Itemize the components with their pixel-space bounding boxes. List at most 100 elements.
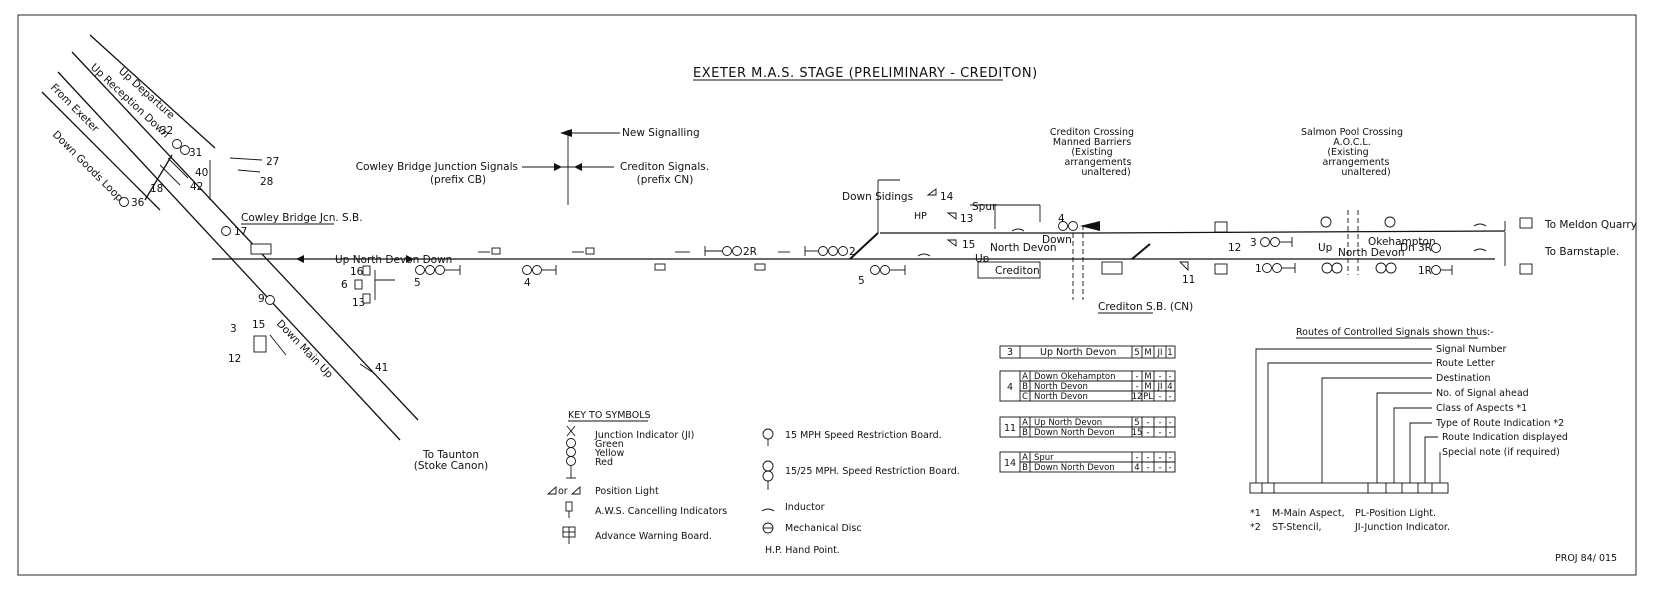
cowley-sb-label: Cowley Bridge Jcn. S.B.	[241, 212, 363, 224]
table-cell: 5	[1134, 418, 1139, 428]
routes-key-item: Destination	[1436, 373, 1491, 384]
crediton-label: Crediton	[995, 265, 1040, 277]
salmon-pool-line: (Existing	[1327, 147, 1368, 158]
signal-number: 13	[352, 297, 365, 309]
key-mech-disc: Mechanical Disc	[785, 523, 862, 534]
table-cell: -	[1158, 392, 1161, 402]
table-cell: -	[1158, 453, 1161, 463]
signal-number: 11	[1182, 274, 1195, 286]
table-cell: -	[1135, 453, 1138, 463]
note1-mark: *1	[1250, 508, 1261, 519]
table-destination: Spur	[1034, 453, 1054, 463]
table-cell: -	[1168, 463, 1171, 473]
routes-key-item: Type of Route Indication *2	[1435, 418, 1564, 429]
table-cell: -	[1146, 428, 1149, 438]
note2b: JI-Junction Indicator.	[1354, 522, 1450, 533]
crediton-signals-label: Crediton Signals.	[620, 161, 709, 173]
drawing-title: EXETER M.A.S. STAGE (PRELIMINARY - CREDI…	[693, 66, 1038, 81]
salmon-pool-line: unaltered)	[1341, 167, 1390, 178]
routes-key: Routes of Controlled Signals shown thus:…	[1249, 327, 1568, 533]
table-cell: -	[1168, 453, 1171, 463]
direction-arrow	[406, 255, 414, 263]
key-yellow: Yellow	[594, 448, 624, 459]
signal-number: 16	[350, 266, 364, 278]
table-cell: M	[1144, 382, 1151, 392]
signal-number: 42	[190, 181, 203, 193]
table-signal: 11	[1004, 423, 1016, 434]
routes-key-item: Route Letter	[1436, 358, 1495, 369]
table-letter: A	[1022, 372, 1028, 382]
crediton-crossing-line: Crediton Crossing	[1050, 127, 1134, 138]
hp-label: HP	[914, 211, 927, 222]
key-inductor: Inductor	[785, 502, 825, 513]
cowley-prefix-label: (prefix CB)	[430, 174, 486, 186]
signal-number: 18	[150, 183, 163, 195]
routes-key-item: Route Indication displayed	[1442, 432, 1568, 443]
table-cell: -	[1168, 392, 1171, 402]
table-destination: North Devon	[1034, 392, 1088, 402]
key-position-light: Position Light	[595, 486, 659, 497]
table-cell: JI	[1156, 348, 1162, 358]
table-cell: -	[1158, 463, 1161, 473]
cowley-signals-label: Cowley Bridge Junction Signals	[356, 161, 518, 173]
table-cell: 1	[1167, 348, 1172, 358]
signal-number: 4	[524, 277, 531, 289]
table-cell: -	[1158, 372, 1161, 382]
table-letter: C	[1022, 392, 1028, 402]
signal-number: 36	[131, 197, 145, 209]
spur-label: Spur	[972, 201, 997, 213]
signal-number: 41	[375, 362, 388, 374]
crediton-crossing-line: arrangements	[1065, 157, 1132, 168]
dn-label: Dn	[1400, 242, 1415, 254]
crediton-crossing-line: (Existing	[1071, 147, 1112, 158]
table-cell: -	[1158, 428, 1161, 438]
up-north-devon-down-label: Up North Devon Down	[335, 254, 452, 266]
table-destination: Up North Devon	[1034, 418, 1102, 428]
down-main-up-label: Down Main Up	[274, 318, 336, 381]
drawing-border	[17, 14, 1637, 576]
line-signals: 16 6 13 5 4 2R 2 5	[341, 188, 1533, 309]
routes-key-heading: Routes of Controlled Signals shown thus:…	[1296, 327, 1494, 338]
signal-number: 32	[160, 125, 173, 137]
table-letter: B	[1022, 382, 1028, 392]
table-cell: M	[1144, 348, 1151, 358]
north-devon-label: North Devon	[990, 242, 1057, 254]
key-speed1525: 15/25 MPH. Speed Restriction Board.	[785, 466, 960, 477]
table-destination: North Devon	[1034, 382, 1088, 392]
table-signal: 3	[1007, 347, 1013, 358]
table-cell: -	[1168, 418, 1171, 428]
signal-prefix-legend: New Signalling Cowley Bridge Junction Si…	[356, 127, 709, 205]
main-tracks	[212, 179, 1506, 300]
signal-number: 1R	[1418, 265, 1432, 277]
table-cell: 15	[1132, 428, 1143, 438]
key-speed15: 15 MPH Speed Restriction Board.	[785, 430, 942, 441]
drawing-number: PROJ 84/ 015	[1555, 553, 1617, 564]
diagonal-signals: 32 31 40 42 27 28 18 36 17 9 15 3 12 41	[119, 125, 388, 374]
routes-key-item: Signal Number	[1436, 344, 1506, 355]
table-cell: PL	[1143, 392, 1153, 402]
to-barnstaple-label: To Barnstaple.	[1544, 246, 1619, 258]
table-letter: A	[1022, 453, 1028, 463]
table-cell: M	[1144, 372, 1151, 382]
signal-number: 15	[962, 239, 975, 251]
table-cell: -	[1135, 372, 1138, 382]
signal-number: 17	[234, 226, 247, 238]
table-destination: Down Okehampton	[1034, 372, 1116, 382]
table-cell: -	[1158, 418, 1161, 428]
table-cell: JI	[1156, 382, 1162, 392]
signal-number: 40	[195, 167, 208, 179]
signal-number: 31	[189, 147, 202, 159]
crediton-sb-label: Crediton S.B. (CN)	[1098, 301, 1193, 313]
table-cell: 4	[1167, 382, 1172, 392]
north-devon-okehampton-label: North Devon	[1338, 247, 1405, 259]
signal-number: 3	[230, 323, 237, 335]
signal-number: 3R	[1418, 242, 1432, 254]
note1a: M-Main Aspect,	[1272, 508, 1345, 519]
key-aws: A.W.S. Cancelling Indicators	[595, 506, 727, 517]
signal-number: 15	[252, 319, 265, 331]
signal-number: 5	[414, 277, 421, 289]
signal-number: 9	[258, 293, 265, 305]
crediton-crossing-line: Manned Barriers	[1053, 137, 1131, 148]
to-taunton-label: To Taunton	[422, 449, 479, 461]
